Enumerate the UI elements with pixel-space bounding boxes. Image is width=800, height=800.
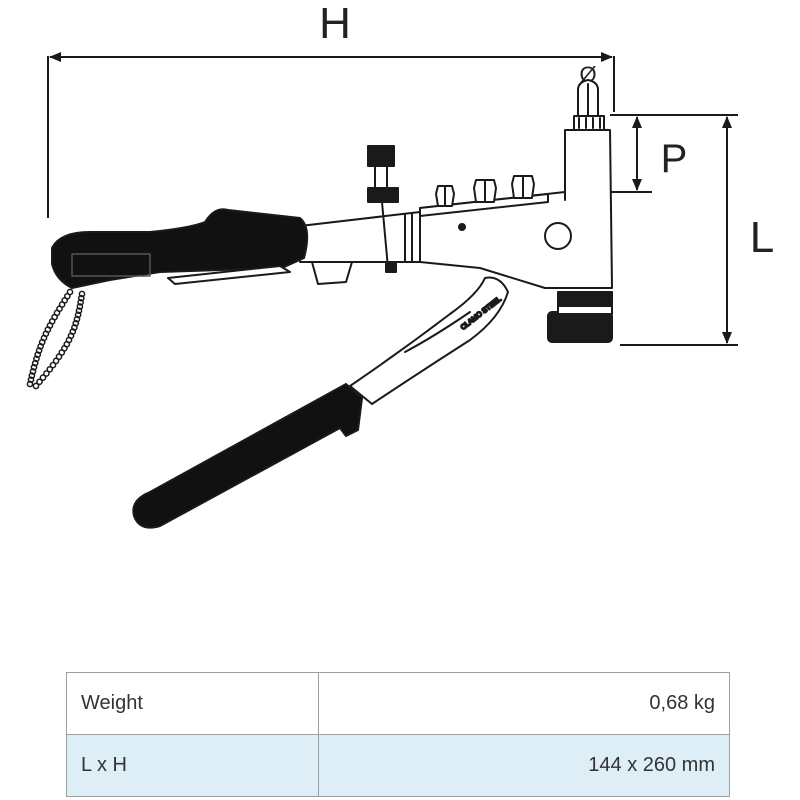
lower-grip	[132, 383, 363, 529]
pivot-knob	[547, 291, 613, 343]
chain-bead	[30, 363, 38, 371]
chain-bead	[28, 372, 36, 379]
chain-bead	[43, 370, 50, 377]
l-dimension-label: L	[750, 213, 774, 262]
h-dimension-label: H	[319, 0, 351, 48]
chain-bead	[32, 382, 40, 390]
spec-value: 0,68 kg	[318, 672, 730, 735]
table-row: Weight 0,68 kg	[66, 672, 730, 735]
upper-arm	[299, 211, 421, 263]
chain-bead	[52, 357, 60, 365]
chain-bead	[74, 311, 82, 319]
chain-bead	[26, 380, 34, 388]
h-dimension	[47, 52, 615, 218]
chain-bead	[76, 303, 84, 310]
l-dimension	[615, 114, 738, 346]
grip-label-plate	[71, 253, 151, 277]
chain-bead	[39, 374, 47, 381]
lower-lever	[349, 276, 509, 405]
chain-bead	[49, 361, 57, 369]
upper-grip	[51, 208, 309, 289]
spec-table: Weight 0,68 kg L x H 144 x 260 mm	[66, 672, 730, 797]
chain-bead	[78, 290, 86, 298]
chain-bead	[77, 294, 85, 302]
chain-bead	[29, 368, 37, 375]
rivet-tool-diagram: H P L Ø	[26, 0, 774, 529]
rivet-tool-illustration: CLAMO STEEL	[51, 79, 613, 529]
spring-plate	[167, 265, 291, 285]
adjusting-screw	[367, 145, 399, 273]
spec-label: Weight	[66, 672, 319, 735]
chain-bead	[36, 378, 43, 386]
spec-value: 144 x 260 mm	[318, 734, 730, 797]
chain-bead	[77, 299, 84, 306]
spec-label: L x H	[66, 734, 319, 797]
table-row: L x H 144 x 260 mm	[66, 734, 730, 797]
chain-bead	[27, 376, 35, 384]
p-dimension	[610, 114, 652, 193]
bead-chain	[26, 288, 86, 390]
mandrel-storage-bolts	[435, 175, 535, 207]
nozzle	[573, 79, 605, 131]
p-dimension-label: P	[661, 137, 688, 181]
chain-bead	[75, 307, 83, 315]
chain-bead	[46, 365, 54, 373]
